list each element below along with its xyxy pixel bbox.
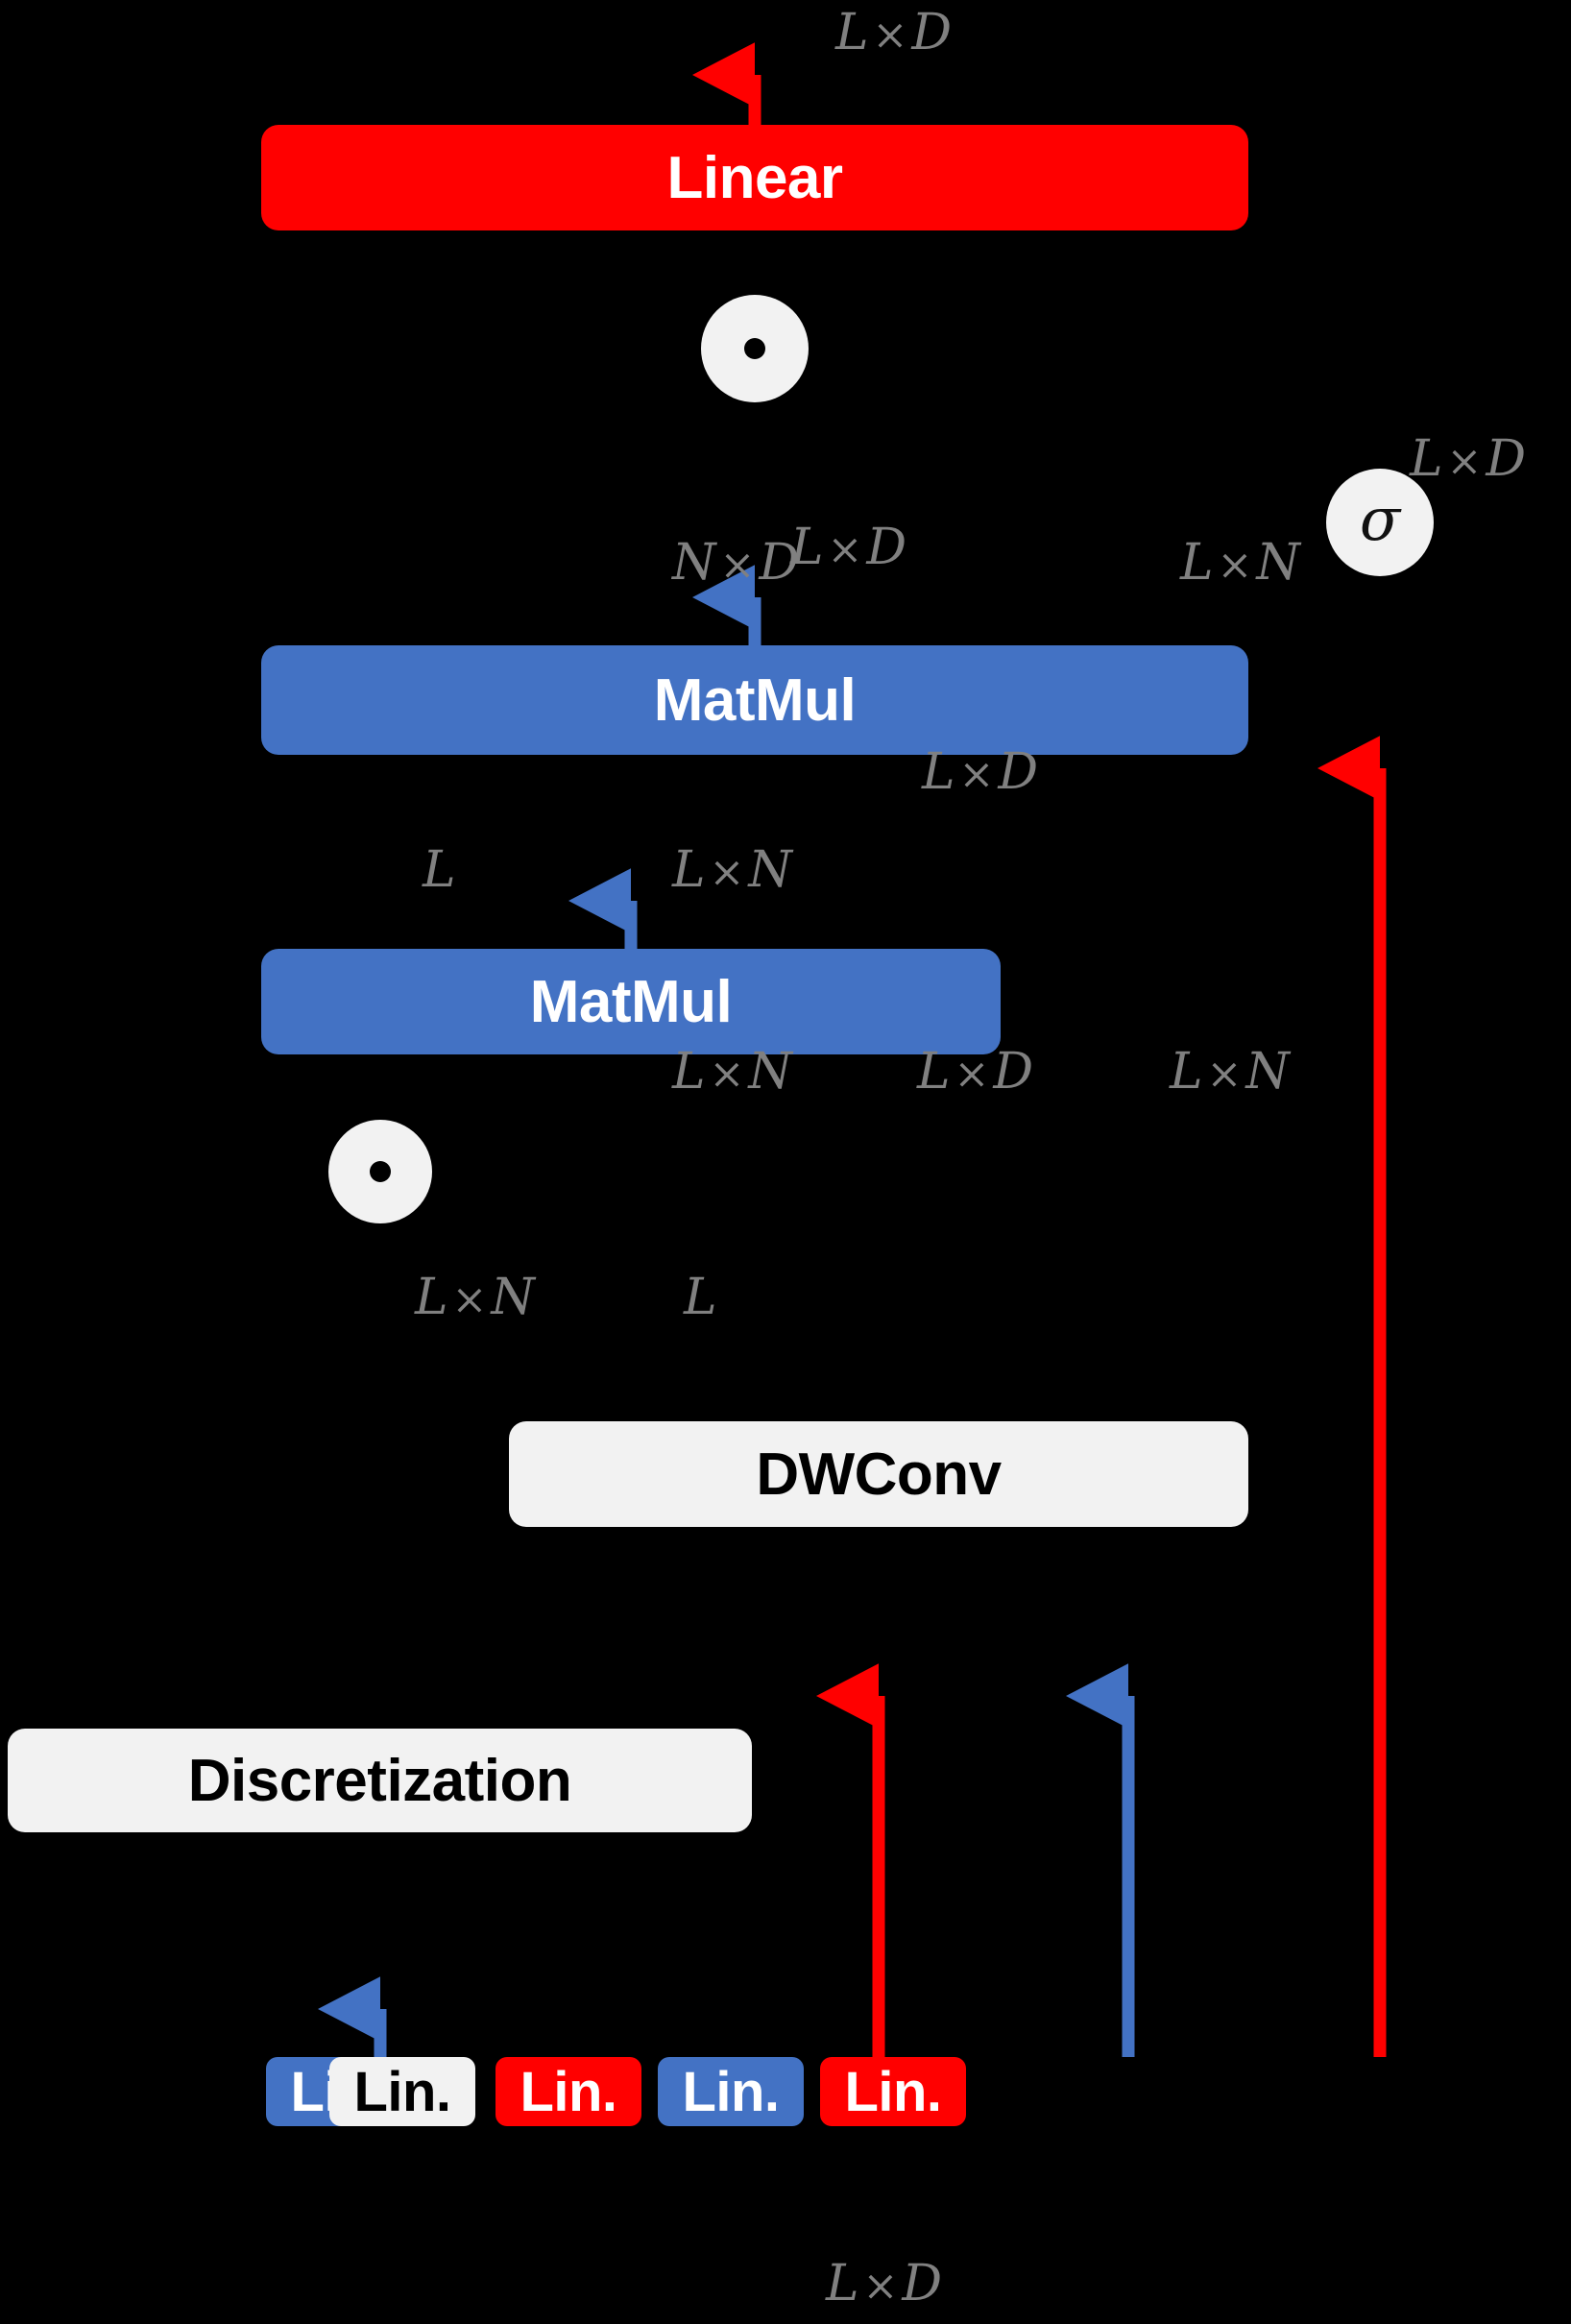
tensor-label-conv-lxn: L×N <box>672 1043 792 1101</box>
block-matmul-upper[interactable]: MatMul <box>261 645 1248 755</box>
hadamard-product-mid-icon <box>328 1120 432 1223</box>
block-lin-2[interactable]: Lin. <box>329 2057 475 2126</box>
hadamard-product-top-icon <box>701 295 809 402</box>
block-lin-3[interactable]: Lin. <box>495 2057 641 2126</box>
block-matmul-lower[interactable]: MatMul <box>261 949 1001 1054</box>
tensor-label-output-top: L×D <box>835 4 953 61</box>
sigma-activation-icon: σ <box>1326 469 1434 576</box>
tensor-label-sigma-input: L×D <box>1410 430 1527 488</box>
hadamard-dot-icon <box>744 338 765 359</box>
block-discretization[interactable]: Discretization <box>8 1729 752 1832</box>
tensor-label-conv-lxd: L×D <box>917 1043 1034 1101</box>
block-linear-top[interactable]: Linear <box>261 125 1248 230</box>
block-lin-5[interactable]: Lin. <box>820 2057 966 2126</box>
tensor-label-matmul-lower-out: N×D <box>672 534 800 592</box>
block-dwconv[interactable]: DWConv <box>509 1421 1248 1527</box>
tensor-label-conv-lxn-right: L×N <box>1170 1043 1290 1101</box>
tensor-label-disc-l: L <box>684 1269 717 1326</box>
tensor-label-matmul-upper-out: L×D <box>790 519 907 576</box>
tensor-label-disc-lxn: L×N <box>415 1269 535 1326</box>
tensor-label-input-lxd: L×D <box>826 2255 943 2312</box>
block-lin-4[interactable]: Lin. <box>658 2057 804 2126</box>
sigma-glyph: σ <box>1359 484 1401 554</box>
tensor-label-b-lxn: L×N <box>672 841 792 899</box>
hadamard-dot-icon <box>370 1161 391 1182</box>
tensor-label-hadamard-lxd: L×D <box>922 743 1039 801</box>
tensor-label-delta-l: L <box>423 841 456 899</box>
tensor-label-gate-lxn: L×N <box>1180 534 1300 592</box>
